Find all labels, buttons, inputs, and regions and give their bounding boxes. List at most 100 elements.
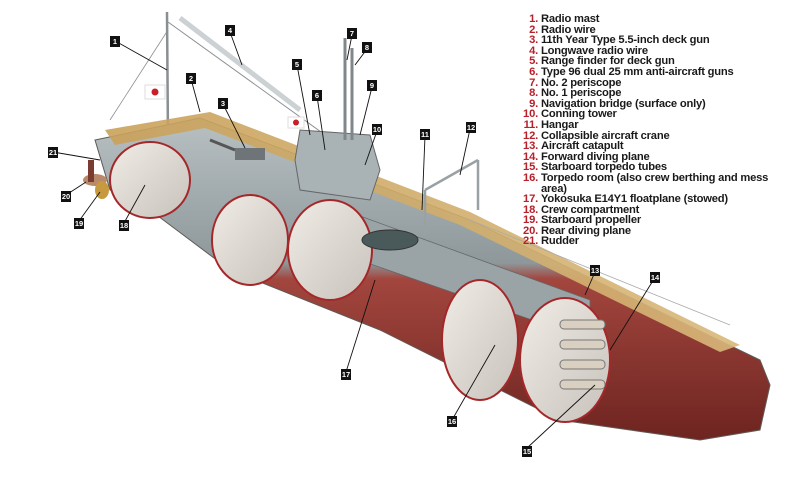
legend-item: 18.Crew compartment: [520, 203, 800, 216]
callout-2: 2: [186, 73, 196, 84]
legend-label: Longwave radio wire: [541, 44, 648, 57]
callout-10: 10: [372, 124, 382, 135]
legend-item: 20.Rear diving plane: [520, 224, 800, 237]
callout-11: 11: [420, 129, 430, 140]
legend-item: 11.Hangar: [520, 120, 800, 131]
callout-17: 17: [341, 369, 351, 380]
crane: [423, 158, 480, 235]
legend-item: 9.Navigation bridge (surface only): [520, 97, 800, 110]
callout-3: 3: [218, 98, 228, 109]
legend-number: 9.: [529, 97, 538, 110]
longwave-radio-wire: [178, 16, 302, 112]
callout-1: 1: [110, 36, 120, 47]
legend-number: 6.: [529, 65, 538, 78]
legend-item: 2.Radio wire: [520, 23, 800, 36]
legend-item: 21.Rudder: [520, 236, 800, 247]
legend-label: Navigation bridge (surface only): [541, 97, 706, 110]
torpedo-tubes: [559, 319, 606, 390]
periscopes: [343, 38, 354, 140]
callout-12: 12: [466, 122, 476, 133]
legend-label: Radio wire: [541, 23, 596, 36]
legend-number: 7.: [529, 76, 538, 89]
floatplane: [361, 229, 419, 251]
legend-item: 16.Torpedo room (also crew berthing and …: [520, 171, 800, 195]
legend-label: Forward diving plane: [541, 150, 650, 163]
callout-4: 4: [225, 25, 235, 36]
legend-label: Torpedo room (also crew berthing and mes…: [541, 171, 769, 195]
legend-number: 8.: [529, 87, 538, 100]
legend-label: Type 96 dual 25 mm anti-aircraft guns: [541, 65, 734, 78]
callout-8: 8: [362, 42, 372, 53]
legend-number: 21.: [523, 235, 538, 248]
legend-number: 15.: [523, 161, 538, 174]
legend-item: 15.Starboard torpedo tubes: [520, 162, 800, 173]
legend-label: Radio mast: [541, 13, 600, 25]
callout-7: 7: [347, 28, 357, 39]
legend-number: 17.: [523, 193, 538, 206]
legend-item: 4.Longwave radio wire: [520, 44, 800, 57]
legend-label: Rudder: [541, 235, 579, 248]
legend-item: 3.11th Year Type 5.5-inch deck gun: [520, 35, 800, 46]
legend-label: Rear diving plane: [541, 224, 631, 237]
legend-number: 18.: [523, 203, 538, 216]
legend-item: 19.Starboard propeller: [520, 215, 800, 226]
legend-item: 6.Type 96 dual 25 mm anti-aircraft guns: [520, 67, 800, 78]
callout-5: 5: [292, 59, 302, 70]
legend-label: No. 2 periscope: [541, 76, 622, 89]
legend-number: 11.: [523, 118, 539, 131]
callout-13: 13: [590, 265, 600, 276]
legend-label: Crew compartment: [541, 203, 640, 216]
callout-6: 6: [312, 90, 322, 101]
legend-number: 1.: [529, 13, 538, 25]
callout-14: 14: [650, 272, 660, 283]
legend-label: Aircraft catapult: [541, 140, 624, 153]
legend-number: 19.: [523, 214, 538, 227]
legend-number: 16.: [523, 171, 538, 184]
flag-tower: [287, 116, 305, 129]
conning-tower: [294, 129, 381, 201]
railings: [469, 219, 731, 326]
legend-item: 7.No. 2 periscope: [520, 76, 800, 89]
legend-label: Range finder for deck gun: [541, 55, 675, 68]
legend-label: Conning tower: [541, 108, 617, 121]
legend-number: 3.: [529, 34, 538, 47]
legend-number: 13.: [523, 140, 538, 153]
legend-number: 12.: [523, 129, 538, 142]
legend-number: 20.: [523, 224, 538, 237]
callout-18: 18: [119, 220, 129, 231]
legend-label: 11th Year Type 5.5-inch deck gun: [541, 34, 710, 47]
deck: [105, 112, 740, 352]
legend-item: 17.Yokosuka E14Y1 floatplane (stowed): [520, 194, 800, 205]
callout-21: 21: [48, 147, 58, 158]
legend-number: 4.: [529, 44, 538, 57]
legend-label: Hangar: [541, 118, 579, 131]
legend-number: 10.: [523, 108, 538, 121]
legend-label: No. 1 periscope: [541, 87, 622, 100]
legend-item: 14.Forward diving plane: [520, 150, 800, 163]
legend-item: 13.Aircraft catapult: [520, 141, 800, 152]
legend-item: 5.Range finder for deck gun: [520, 56, 800, 67]
legend: 1.Radio mast 2.Radio wire 3.11th Year Ty…: [520, 14, 800, 247]
legend-number: 5.: [529, 55, 538, 68]
legend-item: 8.No. 1 periscope: [520, 88, 800, 99]
legend-item: 1.Radio mast: [520, 14, 800, 25]
callout-15: 15: [522, 446, 532, 457]
legend-label: Starboard propeller: [541, 214, 642, 227]
legend-number: 2.: [529, 23, 538, 36]
legend-label: Yokosuka E14Y1 floatplane (stowed): [541, 193, 728, 206]
flag-stern: [144, 84, 166, 100]
legend-number: 14.: [523, 150, 538, 163]
callout-19: 19: [74, 218, 84, 229]
callout-9: 9: [367, 80, 377, 91]
deck-gun: [209, 138, 265, 160]
callout-20: 20: [61, 191, 71, 202]
radio-mast: [165, 11, 170, 141]
legend-label: Starboard torpedo tubes: [541, 161, 667, 174]
legend-label: Collapsible aircraft crane: [541, 129, 670, 142]
leader-lines: [52, 31, 655, 449]
cutaway-sections: [109, 141, 611, 423]
callout-16: 16: [447, 416, 457, 427]
legend-item: 10.Conning tower: [520, 109, 800, 120]
legend-item: 12.Collapsible aircraft crane: [520, 129, 800, 142]
